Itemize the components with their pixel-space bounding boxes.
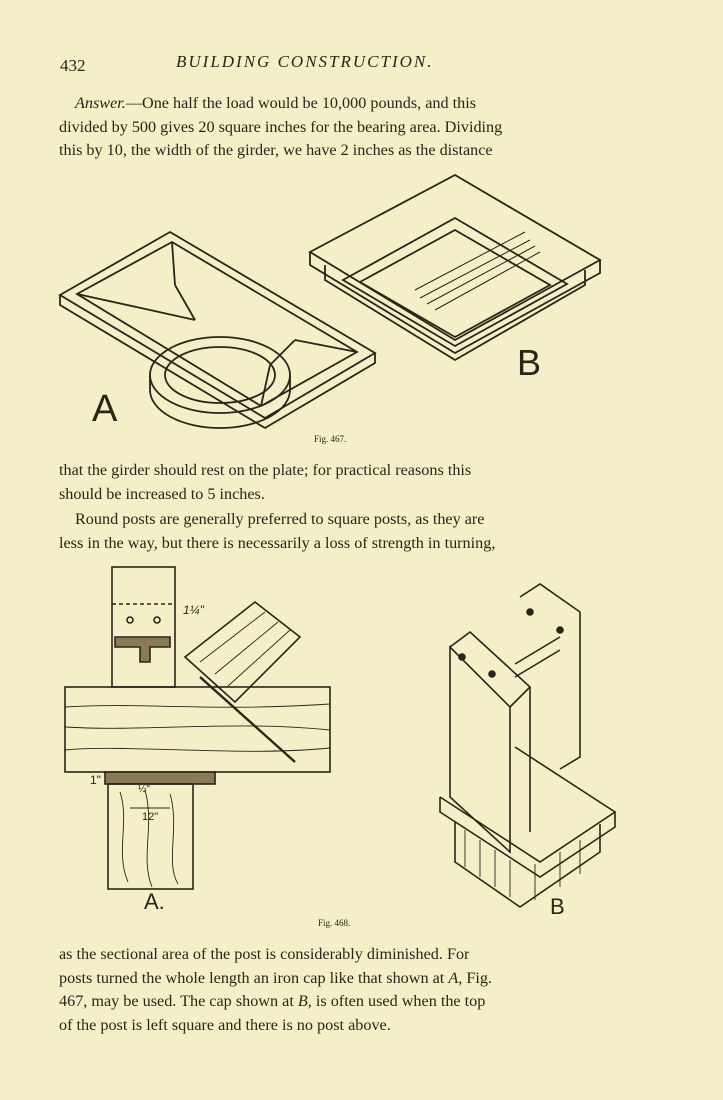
cap-b-recess [341, 216, 569, 348]
lower-post [107, 783, 194, 890]
text-line: of the post is left square and there is … [59, 1015, 391, 1034]
answer-lead: Answer. [75, 94, 126, 112]
cap-a-ribs [76, 241, 358, 407]
strut [183, 600, 302, 704]
text-line-content: —One half the load would be 10,000 pound… [125, 94, 477, 112]
cap-b-top [308, 173, 602, 342]
cap-b-side-plate [449, 645, 511, 854]
text-line-content: , is often used when the top [307, 992, 486, 1010]
post-below [454, 822, 601, 908]
dimension-label: ½" [138, 784, 150, 795]
cap-b-hatch [414, 231, 541, 311]
paragraph-iron-cap: as the sectional area of the post is con… [59, 943, 619, 1037]
wood-grain [64, 703, 331, 752]
bolt-hole [458, 653, 466, 661]
paragraph-answer: Answer.—One half the load would be 10,00… [59, 92, 619, 163]
dimension-label: 1¼" [183, 603, 204, 617]
figure-reference: B [297, 992, 308, 1010]
bolt-hole [488, 670, 496, 678]
paragraph-round-posts: Round posts are generally preferred to s… [59, 508, 619, 555]
cap-b-base-top [439, 746, 617, 863]
figure-reference: A [448, 968, 459, 987]
cap-b-back-plate [519, 583, 581, 770]
figure-468-drawing [64, 566, 617, 908]
text-line: posts turned the whole length an iron ca… [59, 967, 619, 991]
bolt-hole [526, 608, 534, 616]
text-line: this by 10, the width of the girder, we … [59, 141, 493, 159]
dimension-label: 12" [142, 811, 159, 823]
cap-b-moulding-2 [324, 265, 586, 362]
figure-468: 1¼" 1" ½" 12" A. B [60, 562, 630, 922]
cap-b-side-top [449, 630, 532, 708]
figure-468-label-a: A. [144, 889, 165, 914]
upper-post [111, 566, 176, 688]
text-line: divided by 500 gives 20 square inches fo… [59, 117, 503, 136]
cap-a-inner-border [75, 240, 359, 408]
cap-b-moulding [309, 252, 601, 355]
cap-a-ring-inner [164, 346, 276, 404]
figure-467-label-b: B [517, 342, 542, 383]
figure-467-caption: Fig. 467. [314, 434, 347, 444]
lower-post-grain [119, 789, 179, 888]
strut-grain [199, 611, 291, 687]
text-line: 467, may be used. The cap shown at B, is… [59, 990, 619, 1014]
cap-a-plate-edge [59, 295, 376, 430]
figure-468-label-b: B [550, 894, 565, 919]
figure-468-caption: Fig. 468. [318, 918, 351, 928]
post-below-grain [464, 830, 581, 900]
page-number: 432 [60, 56, 86, 75]
figure-467-drawing [58, 173, 602, 430]
running-title: BUILDING CONSTRUCTION. [176, 52, 434, 71]
text-line: as the sectional area of the post is con… [59, 945, 470, 963]
figure-467: A B [55, 170, 615, 440]
cap-b-recess-inner [358, 228, 552, 339]
text-line: less in the way, but there is necessaril… [59, 533, 496, 552]
dimension-label: 1" [90, 773, 101, 787]
cap-b-web [514, 636, 561, 678]
figure-467-label-a: A [92, 388, 118, 430]
text-line: Answer.—One half the load would be 10,00… [59, 92, 619, 116]
bearing-plate [104, 771, 216, 785]
text-line: that the girder should rest on the plate… [59, 461, 472, 479]
tie-rod [199, 676, 296, 763]
text-line-content: posts turned the whole length an iron ca… [59, 968, 445, 987]
text-line-content: 467, may be used. The cap shown at [59, 992, 294, 1010]
text-line-content: , Fig. [458, 968, 492, 987]
text-line: Round posts are generally preferred to s… [75, 510, 485, 528]
bolt-hole [153, 616, 161, 624]
cap-a-rib-joins [149, 284, 296, 366]
bolt-hole [556, 626, 564, 634]
cap-b-base-edge [439, 797, 616, 878]
text-line: should be increased to 5 inches. [59, 484, 265, 503]
cap-a-ring-depth [149, 375, 291, 429]
paragraph-continuation: that the girder should rest on the plate… [59, 459, 619, 506]
bolt-hole [126, 616, 134, 624]
iron-cap-section [114, 636, 171, 663]
